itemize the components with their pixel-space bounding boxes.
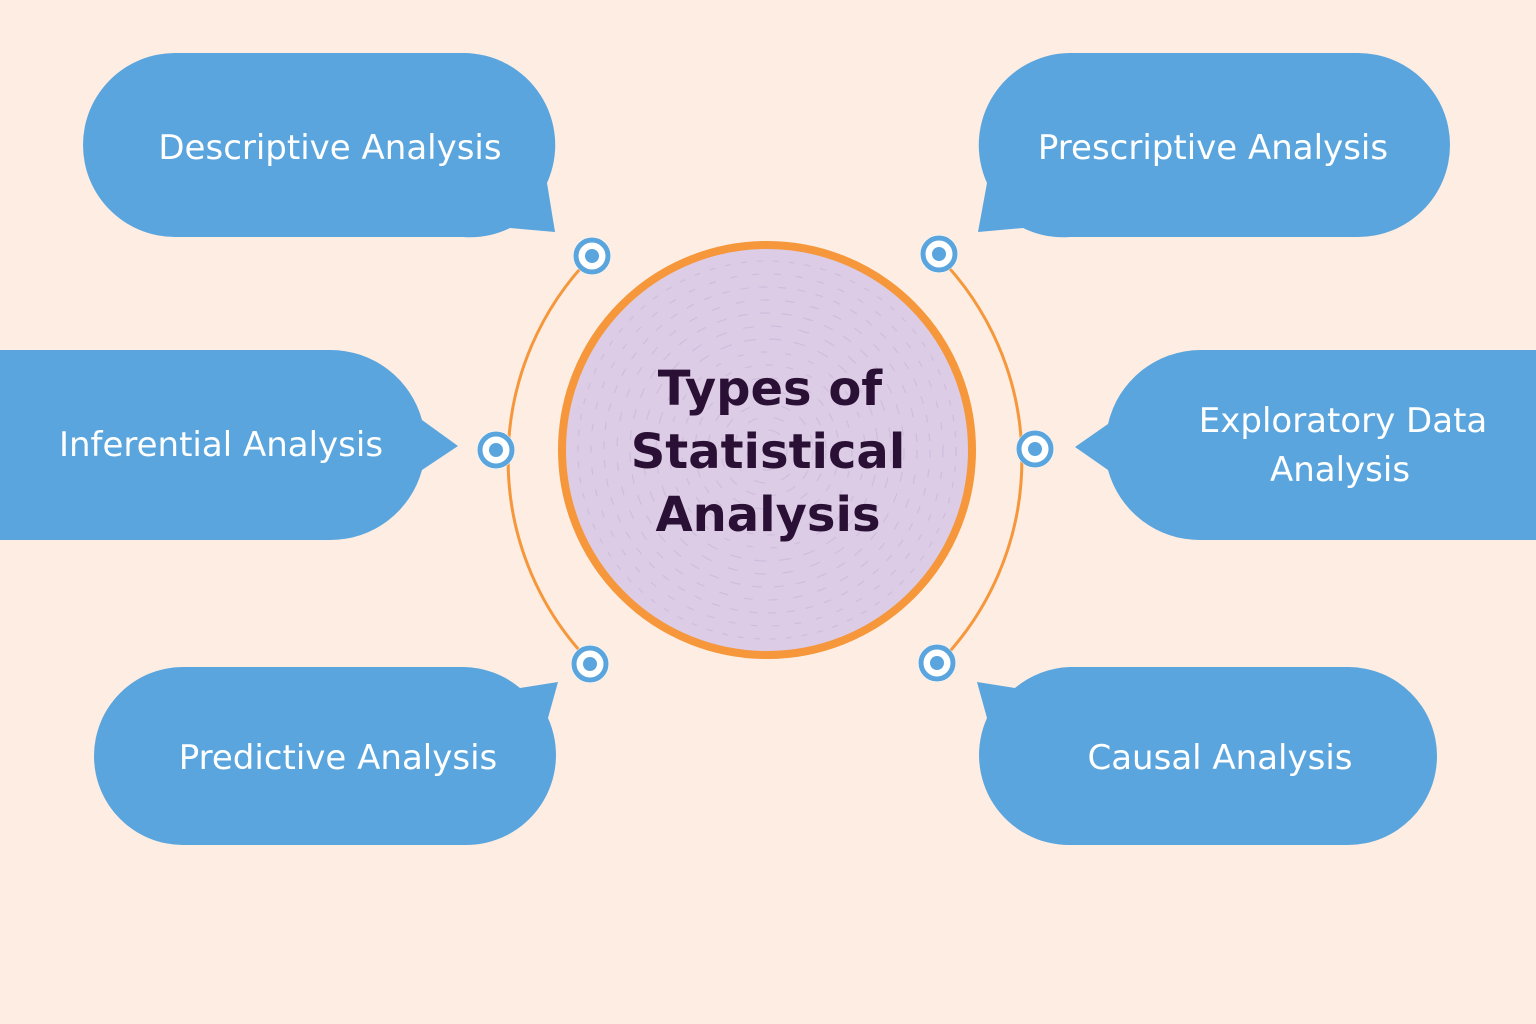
connector-icon-descriptive xyxy=(573,237,611,275)
connector-icon-exploratory xyxy=(1016,430,1054,468)
bubble-causal: Causal Analysis xyxy=(977,667,1437,846)
bubble-label-descriptive: Descriptive Analysis xyxy=(158,128,501,168)
connector-icon-prescriptive xyxy=(920,235,958,273)
texture-ring xyxy=(603,286,931,614)
bubble-exploratory: Exploratory Data Analysis xyxy=(1075,350,1536,541)
texture-ring xyxy=(720,403,814,497)
bubble-descriptive: Descriptive Analysis xyxy=(83,52,556,238)
texture-ring xyxy=(642,325,892,575)
center-circle xyxy=(558,241,976,659)
center-title-line2: Statistical xyxy=(631,424,906,480)
bubble-predictive: Predictive Analysis xyxy=(94,667,558,846)
texture-ring xyxy=(694,377,840,523)
center-title-line3: Analysis xyxy=(655,487,880,543)
texture-ring xyxy=(590,273,944,627)
bubble-label-prescriptive: Prescriptive Analysis xyxy=(1038,128,1388,168)
bubble-label-causal: Causal Analysis xyxy=(1087,738,1352,778)
texture-ring xyxy=(655,338,879,562)
texture-ring xyxy=(681,364,853,536)
texture-ring xyxy=(577,260,957,640)
texture-ring xyxy=(746,429,788,471)
center-node: Types of Statistical Analysis xyxy=(558,241,976,659)
bubble-prescriptive: Prescriptive Analysis xyxy=(978,53,1450,238)
center-texture xyxy=(577,260,957,640)
texture-ring xyxy=(616,299,918,601)
texture-ring xyxy=(629,312,905,588)
texture-ring xyxy=(668,351,866,549)
bubble-label-inferential: Inferential Analysis xyxy=(59,425,383,465)
texture-ring xyxy=(707,390,827,510)
bubble-label-exploratory-line1: Exploratory Data xyxy=(1199,401,1487,441)
connector-icon-inferential xyxy=(477,431,515,469)
bubble-label-predictive: Predictive Analysis xyxy=(179,738,497,778)
center-title-line1: Types of xyxy=(658,361,884,417)
connector-icon-predictive xyxy=(571,645,609,683)
bubble-label-exploratory-line2: Analysis xyxy=(1270,450,1410,490)
connector-icon-causal xyxy=(918,644,956,682)
bubble-inferential: Inferential Analysis xyxy=(0,349,458,541)
texture-ring xyxy=(733,416,801,484)
